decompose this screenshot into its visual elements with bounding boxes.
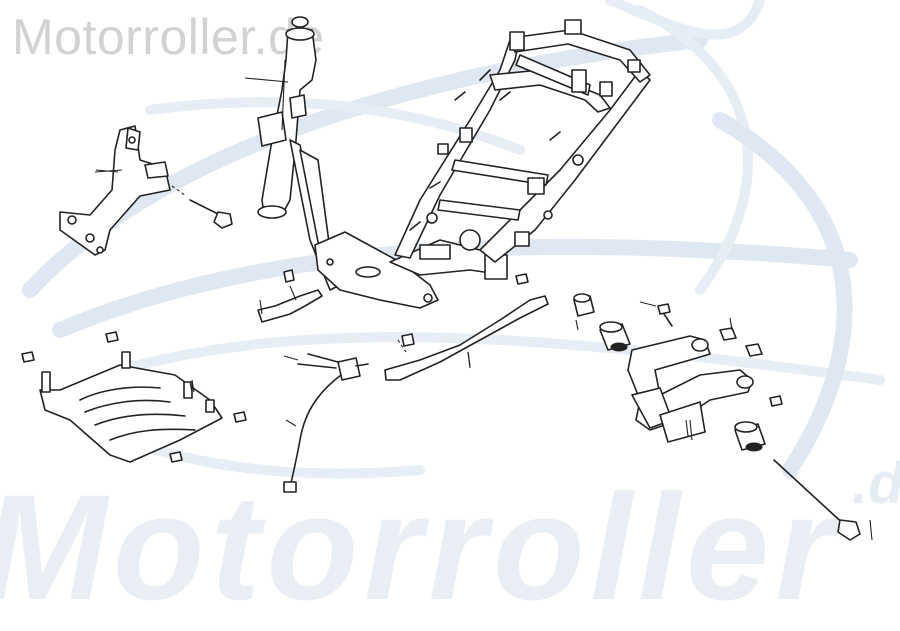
- side-rail-right: [384, 295, 549, 381]
- long-pivot-bolt: [773, 459, 873, 541]
- exploded-view-drawing: [21, 16, 873, 541]
- watermark-logo-swooshes: [22, 0, 885, 479]
- grommet: [573, 293, 595, 317]
- steering-head-tube: [244, 16, 317, 219]
- watermark-domain-suffix: .de: [852, 451, 900, 516]
- rubber-bushing-upper: [599, 321, 631, 352]
- skid-plate: [39, 351, 223, 463]
- rubber-bushing-lower: [734, 421, 766, 452]
- leader-lines: [95, 169, 733, 437]
- wiring-harness: [283, 353, 369, 493]
- mount-bolt: [171, 185, 233, 229]
- engine-hanger-link: [627, 335, 754, 443]
- frame: [289, 19, 651, 309]
- engine-mount-bracket: [59, 125, 171, 256]
- watermark-top: Motorroller.de: [12, 9, 325, 65]
- small-bolt: [657, 303, 673, 327]
- side-rail-left: [257, 269, 323, 323]
- nut: [21, 273, 783, 463]
